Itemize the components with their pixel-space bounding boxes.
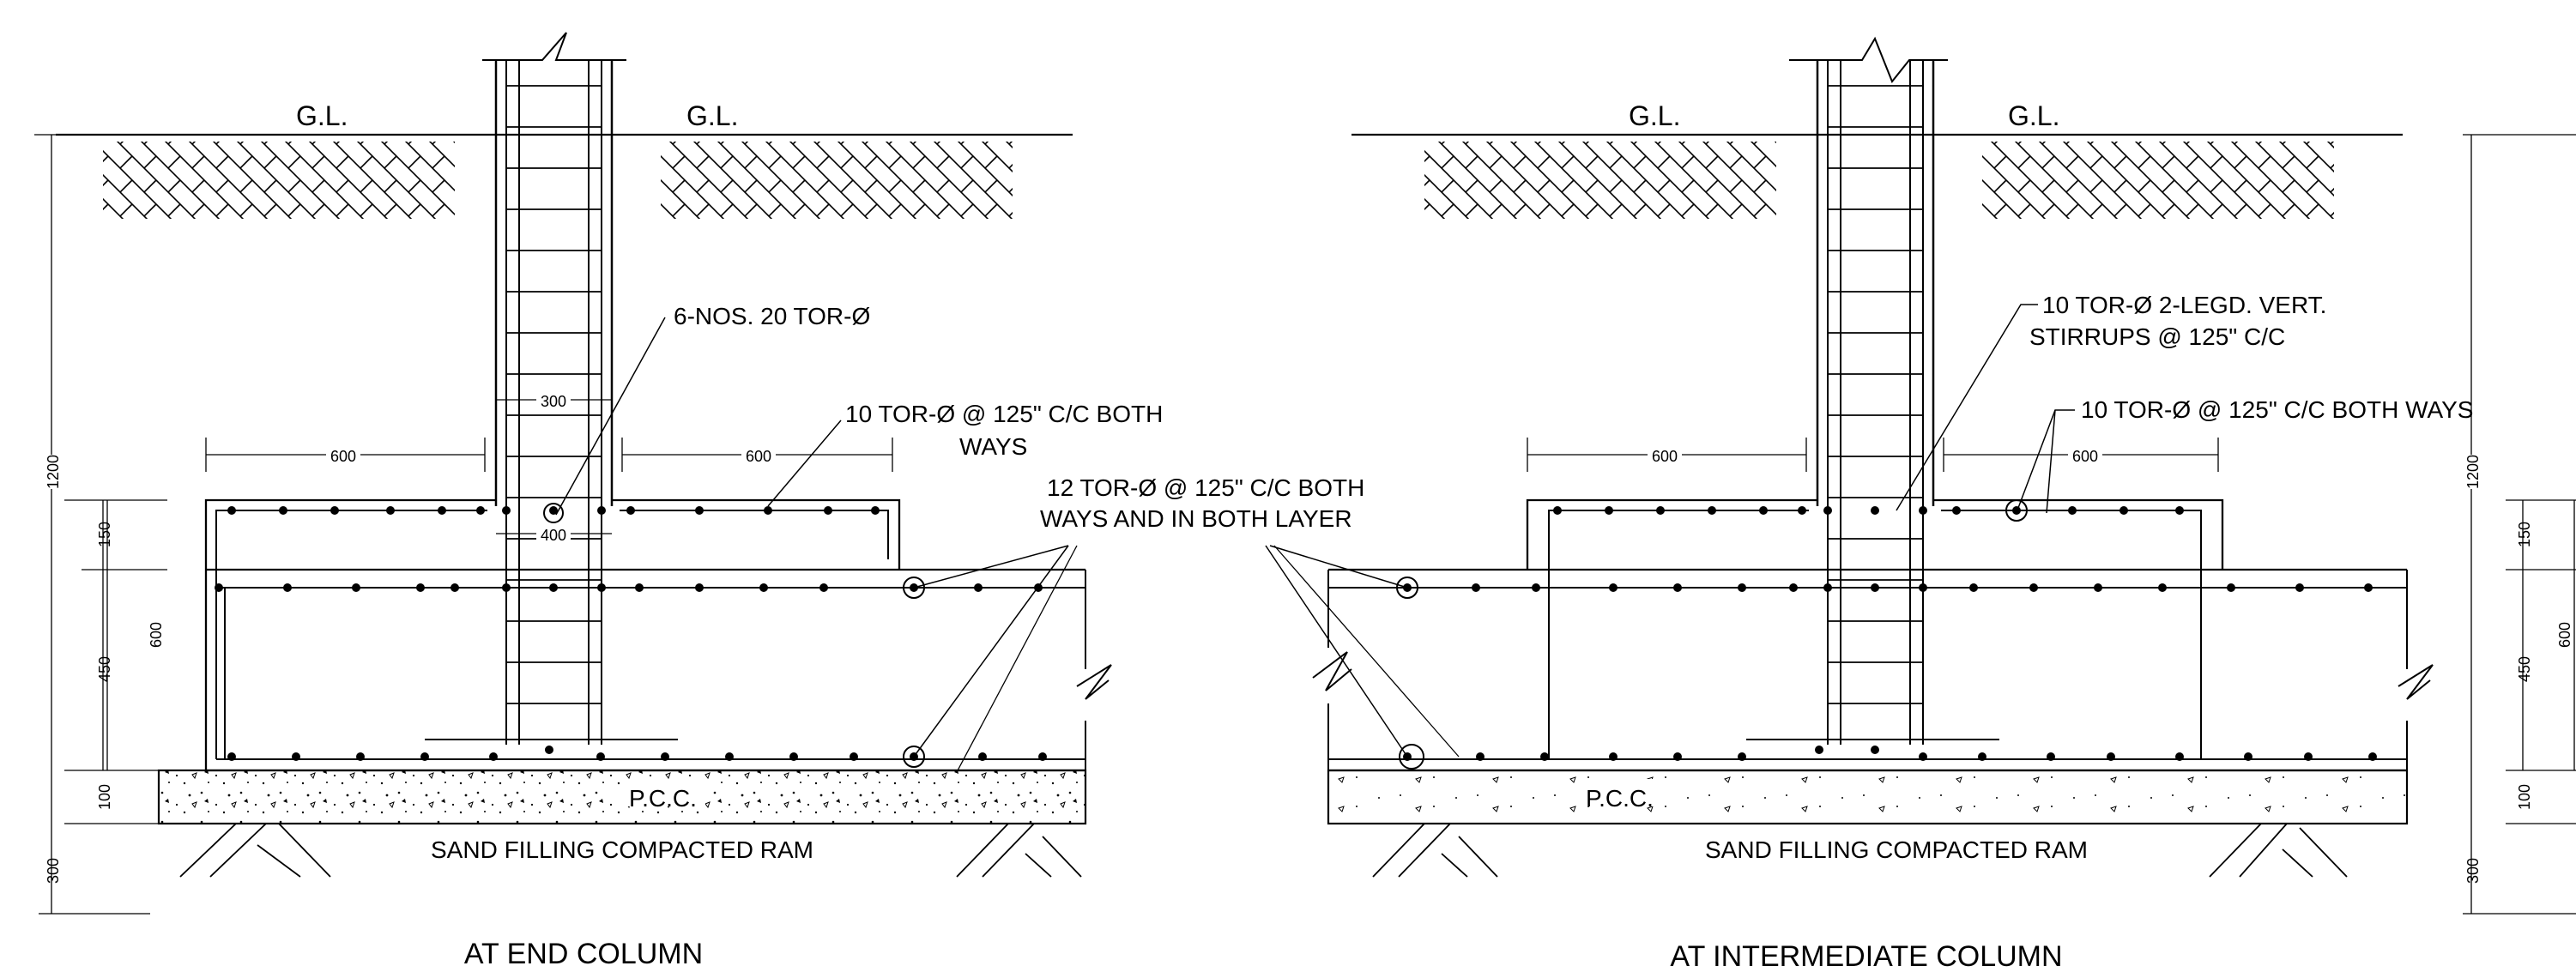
note-raft-mesh: 12 TOR-Ø @ 125" C/C BOTH <box>1047 474 1364 501</box>
dim-600: 600 <box>746 448 771 465</box>
gl-label: G.L. <box>2008 100 2059 131</box>
dim-150: 150 <box>2516 522 2533 547</box>
dim-1200: 1200 <box>45 455 62 489</box>
gl-label: G.L. <box>296 100 348 131</box>
dim-600: 600 <box>330 448 356 465</box>
dim-600: 600 <box>148 622 165 648</box>
dim-100: 100 <box>2516 784 2533 810</box>
dim-column-width: 300 <box>541 393 566 410</box>
soil-hatch <box>1982 142 2334 219</box>
dim-450: 450 <box>96 656 113 682</box>
dim-600: 600 <box>2556 622 2573 648</box>
soil-hatch <box>661 142 1013 219</box>
dim-600: 600 <box>1652 448 1678 465</box>
dim-450: 450 <box>2516 656 2533 682</box>
sand-label: SAND FILLING COMPACTED RAM <box>431 836 813 863</box>
gl-label: G.L. <box>686 100 738 131</box>
detail-intermediate-column: G.L. G.L. <box>1312 36 2576 972</box>
soil-hatch-bottom <box>179 823 1082 878</box>
column-ties <box>1828 85 1923 704</box>
pcc-layer <box>1327 769 2409 825</box>
note-top-mesh: 10 TOR-Ø @ 125" C/C BOTH <box>845 401 1163 427</box>
dim-150: 150 <box>96 522 113 547</box>
note-top-mesh-right: 10 TOR-Ø @ 125" C/C BOTH WAYS <box>2081 396 2473 423</box>
detail-title: AT INTERMEDIATE COLUMN <box>1670 940 2062 972</box>
soil-hatch <box>103 142 455 219</box>
column-ties <box>506 85 602 704</box>
note-stirrups: STIRRUPS @ 125" C/C <box>2029 323 2285 350</box>
dim-100: 100 <box>96 784 113 810</box>
detail-end-column: G.L. G.L. 300 <box>34 32 1460 970</box>
pcc-label: P.C.C. <box>629 785 697 812</box>
sand-label: SAND FILLING COMPACTED RAM <box>1705 836 2088 863</box>
note-top-mesh: WAYS <box>959 433 1027 460</box>
soil-hatch-bottom <box>1372 823 2348 878</box>
note-raft-mesh: WAYS AND IN BOTH LAYER <box>1040 505 1352 532</box>
rebar-dots <box>1403 506 2377 761</box>
detail-title: AT END COLUMN <box>464 938 703 970</box>
dim-600: 600 <box>2072 448 2098 465</box>
soil-hatch <box>1424 142 1776 219</box>
dim-400: 400 <box>541 527 566 544</box>
rebar-dots <box>215 506 1047 761</box>
pcc-label: P.C.C. <box>1586 785 1654 812</box>
dim-1200: 1200 <box>2464 455 2482 489</box>
dim-300: 300 <box>2464 858 2482 884</box>
note-main-bars: 6-NOS. 20 TOR-Ø <box>674 303 870 329</box>
gl-label: G.L. <box>1629 100 1680 131</box>
note-stirrups: 10 TOR-Ø 2-LEGD. VERT. <box>2042 292 2326 318</box>
dim-300: 300 <box>45 858 62 884</box>
